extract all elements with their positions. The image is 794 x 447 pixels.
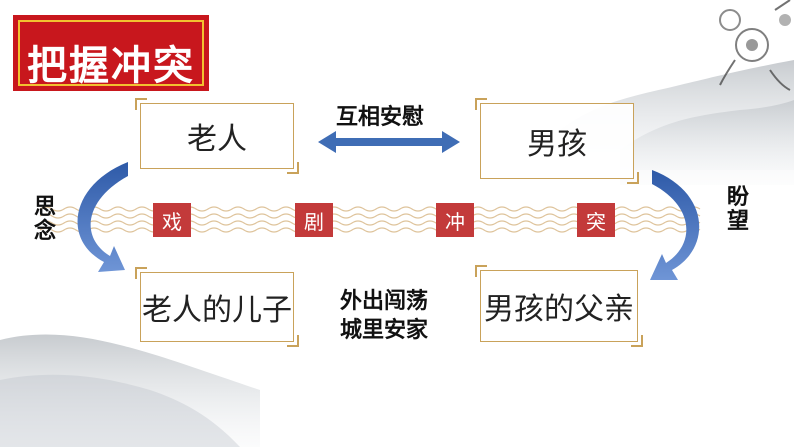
page-title: 把握冲突	[27, 43, 195, 89]
drama-char-2: 剧	[295, 203, 333, 237]
curved-arrow-right-icon	[650, 170, 700, 280]
label-away-line2: 城里安家	[340, 318, 429, 343]
box-old-man: 老人	[135, 98, 299, 174]
drama-char-1: 戏	[153, 203, 191, 237]
drama-char-3: 冲	[436, 203, 474, 237]
box-boy-father-label: 男孩的父亲	[484, 292, 634, 327]
mountain-bottom-left	[0, 334, 260, 447]
curved-arrow-left-icon	[77, 162, 128, 272]
box-boy-father: 男孩的父亲	[475, 265, 643, 347]
label-mutual-comfort: 互相安慰	[336, 105, 425, 130]
double-arrow-icon	[318, 131, 460, 153]
label-away-line1: 外出闯荡	[340, 289, 429, 314]
box-boy-label: 男孩	[527, 127, 587, 162]
box-old-man-son: 老人的儿子	[135, 267, 299, 347]
title-banner: 把握冲突	[13, 15, 209, 91]
box-old-man-son-label: 老人的儿子	[142, 293, 292, 328]
box-boy: 男孩	[475, 98, 639, 184]
label-miss: 思念	[33, 195, 56, 244]
label-hope: 盼望	[726, 185, 749, 234]
mountain-top-right-2	[620, 100, 794, 185]
box-old-man-label: 老人	[187, 122, 247, 157]
flower-ink-icon	[719, 0, 791, 91]
drama-char-4: 突	[577, 203, 615, 237]
mountain-bottom-left-2	[0, 374, 240, 447]
